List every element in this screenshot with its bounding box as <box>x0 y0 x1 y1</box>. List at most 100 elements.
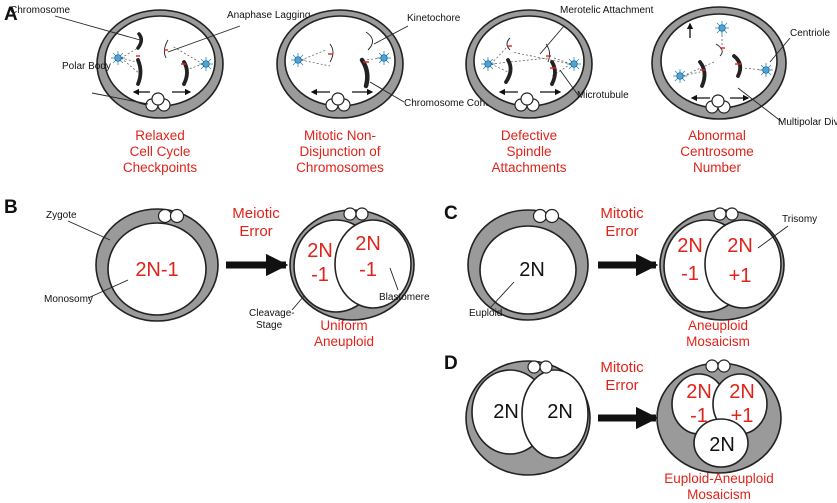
panel-label-c: C <box>444 203 458 224</box>
svg-text:2N: 2N <box>355 233 381 255</box>
error-mitotic-c: Mitotic Error <box>600 205 644 240</box>
svg-text:Mitotic Non-: Mitotic Non- <box>304 128 376 143</box>
svg-text:Mosaicism: Mosaicism <box>686 334 750 349</box>
label-multipolar: Multipolar Division <box>778 117 837 128</box>
svg-text:2N: 2N <box>686 381 712 403</box>
embryo-mosaic-c <box>659 207 785 321</box>
svg-text:Euploid-Aneuploid: Euploid-Aneuploid <box>664 471 774 486</box>
panel-label-a: A <box>4 4 18 25</box>
svg-text:+1: +1 <box>729 265 752 287</box>
label-chromosome: Chromosome <box>10 5 70 16</box>
leader-line <box>373 25 409 45</box>
error-meiotic: Meiotic Error <box>232 205 280 240</box>
cell-d-left: 2N <box>493 401 519 423</box>
error-mitotic-d: Mitotic Error <box>600 359 644 394</box>
blastomere-left-c: 2N -1 <box>677 235 703 285</box>
leader-line <box>757 225 789 249</box>
svg-text:Mosaicism: Mosaicism <box>687 487 751 502</box>
label-centriole: Centriole <box>790 28 830 39</box>
svg-text:Meiotic: Meiotic <box>232 205 280 222</box>
label-trisomy: Trisomy <box>782 214 817 225</box>
euploid-zygote <box>467 208 589 321</box>
centriole-icon <box>672 68 688 84</box>
leader-line <box>67 220 111 241</box>
svg-text:Stage: Stage <box>256 320 283 331</box>
caption-nondisjunction: Mitotic Non- Disjunction of Chromosomes <box>296 128 384 175</box>
svg-text:-1: -1 <box>690 405 708 427</box>
svg-text:-1: -1 <box>311 264 329 286</box>
leader-line <box>91 92 149 105</box>
leader-line <box>54 15 141 41</box>
caption-uniform-aneuploid: Uniform Aneuploid <box>314 318 374 349</box>
cell-relaxed-checkpoints <box>96 9 224 119</box>
zygote-karyotype: 2N-1 <box>135 259 178 281</box>
label-blastomere: Blastomere <box>379 292 430 303</box>
cell-d-right: 2N <box>547 401 573 423</box>
embryo-uniform <box>289 207 415 321</box>
svg-text:Aneuploid: Aneuploid <box>688 318 748 333</box>
leader-line <box>737 87 783 123</box>
panel-label-d: D <box>444 353 458 374</box>
svg-text:2N: 2N <box>307 240 333 262</box>
svg-text:Abnormal: Abnormal <box>688 128 746 143</box>
embryo-three-cell <box>656 359 782 474</box>
centriole-icon <box>290 52 306 68</box>
caption-euploid-aneuploid: Euploid-Aneuploid Mosaicism <box>664 471 774 502</box>
centriole-icon <box>110 50 126 66</box>
panel-label-b: B <box>4 197 18 218</box>
leader-line <box>769 37 791 63</box>
zygote <box>95 208 219 322</box>
svg-text:Mitotic: Mitotic <box>600 205 644 222</box>
label-merotelic: Merotelic Attachment <box>560 5 654 16</box>
svg-text:Error: Error <box>605 377 638 394</box>
svg-text:Chromosome Cohesion: Chromosome Cohesion <box>404 98 509 109</box>
label-anaphase: Anaphase Lagging <box>227 10 310 21</box>
zygote-c-karyotype: 2N <box>519 259 545 281</box>
blastomere-d-top-right: 2N +1 <box>729 381 755 427</box>
svg-text:Spindle: Spindle <box>506 144 551 159</box>
label-monosomy: Monosomy <box>44 294 93 305</box>
svg-text:+1: +1 <box>731 405 754 427</box>
svg-text:2N: 2N <box>729 381 755 403</box>
cell-nondisjunction <box>276 9 404 119</box>
leader-line <box>87 279 129 299</box>
leader-line <box>369 81 405 103</box>
caption-abnormal: Abnormal Centrosome Number <box>680 128 754 175</box>
leader-line <box>559 69 579 96</box>
svg-text:-1: -1 <box>359 259 377 281</box>
label-cleavage-stage: Cleavage- Stage <box>249 308 295 331</box>
centriole-icon <box>198 56 214 72</box>
svg-text:Aneuploid: Aneuploid <box>314 334 374 349</box>
label-microtubule: Microtubule <box>577 90 629 101</box>
leader-line <box>167 25 241 53</box>
blastomere-d-top-left: 2N -1 <box>686 381 712 427</box>
leader-line <box>489 281 515 309</box>
embryo-two-cell <box>465 360 591 476</box>
svg-text:Attachments: Attachments <box>491 160 566 175</box>
svg-text:Uniform: Uniform <box>320 318 367 333</box>
svg-text:Checkpoints: Checkpoints <box>123 160 198 175</box>
svg-text:Cleavage-: Cleavage- <box>249 308 295 319</box>
caption-defective: Defective Spindle Attachments <box>491 128 566 175</box>
blastomere-right-c: 2N +1 <box>727 235 753 287</box>
caption-aneuploid-mosaicism: Aneuploid Mosaicism <box>686 318 750 349</box>
leader-line <box>539 25 565 55</box>
blastomere-right-b: 2N -1 <box>355 233 381 281</box>
leader-line <box>291 295 305 311</box>
svg-text:Merotelic Attachment: Merotelic Attachment <box>560 5 654 16</box>
svg-text:Error: Error <box>605 223 638 240</box>
svg-text:Centrosome: Centrosome <box>680 144 754 159</box>
label-kinetochore: Kinetochore <box>407 13 461 24</box>
blastomere-d-bottom: 2N <box>709 434 735 456</box>
label-euploid: Euploid <box>469 308 502 319</box>
svg-text:Chromosomes: Chromosomes <box>296 160 384 175</box>
svg-text:-1: -1 <box>681 263 699 285</box>
svg-text:2N: 2N <box>677 235 703 257</box>
blastomere-left-b: 2N -1 <box>307 240 333 286</box>
label-zygote: Zygote <box>46 210 77 221</box>
svg-text:Error: Error <box>239 223 272 240</box>
svg-text:Mitotic: Mitotic <box>600 359 644 376</box>
svg-text:Multipolar Division: Multipolar Division <box>778 117 837 128</box>
leader-line <box>389 267 399 291</box>
